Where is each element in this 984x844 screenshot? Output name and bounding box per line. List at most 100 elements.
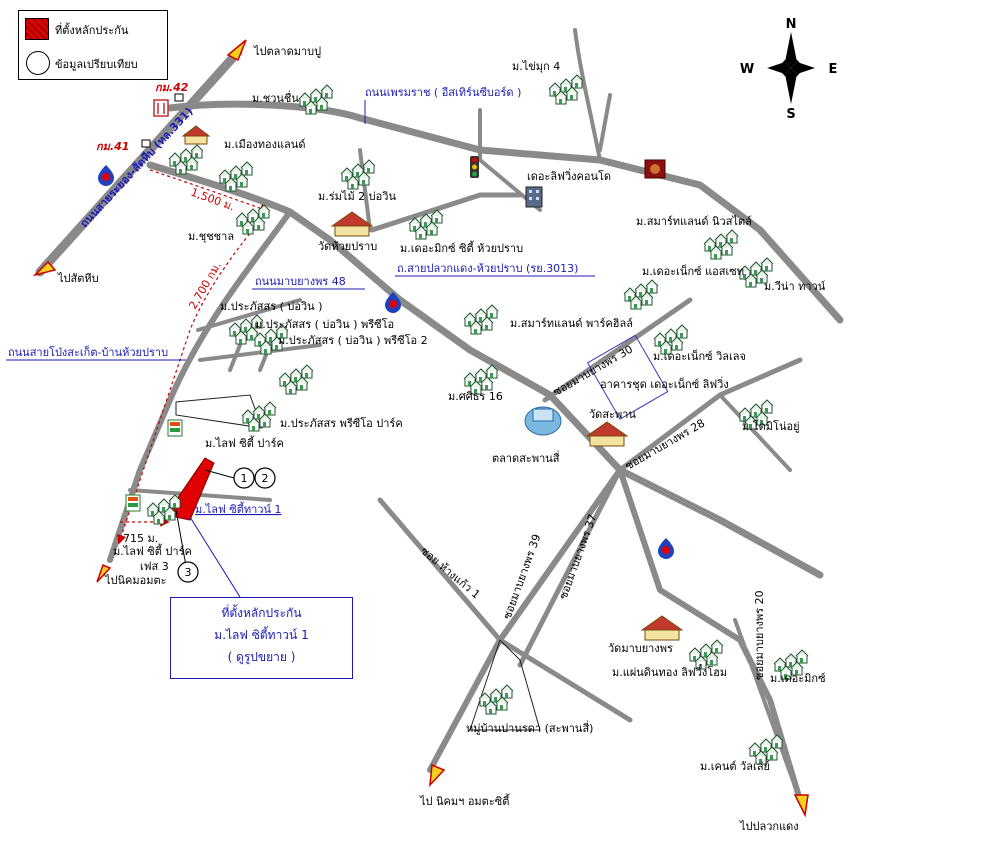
- kmpost-icon: [141, 139, 151, 148]
- panrada-outline: [469, 639, 541, 731]
- temple-icon: [640, 615, 684, 641]
- arrow-to-sattahip-icon: [32, 260, 57, 277]
- place-chuanchuen: ม.ชวนชื่น: [252, 90, 299, 105]
- road-soi20: [617, 467, 803, 803]
- road-livingcondo: [478, 108, 542, 212]
- compass-e: E: [829, 62, 838, 77]
- gas-station-icon: [385, 292, 401, 313]
- place-themix: ม.เดอะมิกซ์ ซิตี้ ห้วยปราบ: [400, 240, 523, 255]
- place-viva: ม.วีน่า ทาวน์: [764, 280, 826, 293]
- house-icon: [704, 230, 738, 259]
- direction-to-amata: ไป นิคมฯ อมตะซิตี้: [419, 793, 510, 808]
- road-saimuk-a: [573, 28, 602, 162]
- road-soi30: [542, 297, 693, 403]
- place-prasat3: ม.ประภัสสร ( บ่อวิน ) พรีซีโอ 2: [278, 333, 428, 347]
- house-icon: [236, 205, 270, 234]
- road-saimuk-b: [598, 93, 612, 152]
- temple-icon: [330, 211, 374, 237]
- place-maenin: ม.แผ่นดินทอง ลิฟวิ่งโฮม: [612, 664, 727, 679]
- svg-text:3: 3: [185, 566, 192, 579]
- market-icon: [524, 406, 562, 436]
- place-next-ass: ม.เดอะเน็กซ์ แอสเซท: [642, 264, 744, 278]
- km42-label: กม.42: [155, 81, 189, 94]
- place-mueangthong: ม.เมืองทองแลนด์: [224, 138, 305, 151]
- place-life-park3b: เฟส 3: [140, 560, 169, 573]
- gas-station-icon: [658, 538, 674, 559]
- house-icon: [242, 402, 276, 431]
- house-icon: [624, 280, 658, 309]
- house-icon: [689, 640, 723, 669]
- collateral-callout: ที่ตั้งหลักประกัน ม.ไลฟ ซิตี้ทาวน์ 1 ( ด…: [170, 597, 353, 679]
- compass-w: W: [740, 62, 754, 77]
- road-soi20-b: [733, 618, 802, 802]
- svg-text:1: 1: [241, 472, 248, 485]
- marker-2[interactable]: 2: [254, 467, 276, 489]
- comparable-swatch: [26, 51, 50, 75]
- place-phana: หมู่บ้านปานรดา (สะพานสี่): [466, 720, 593, 735]
- arrow-to-estate-icon: [96, 563, 112, 583]
- road-label-saiplong: ถ.สายปลวกแดง-ห้วยปราบ (รย.3013): [397, 262, 578, 275]
- kmpost-icon: [174, 93, 184, 102]
- building-icon: [525, 186, 543, 208]
- compass-s: S: [786, 107, 795, 122]
- direction-to-estate: ไปนิคมอมตะ: [104, 574, 167, 587]
- place-sasiri: ม.ศศิธร 16: [448, 390, 503, 403]
- callout-line2: ม.ไลฟ ซิตี้ทาวน์ 1: [214, 628, 309, 642]
- road-left-vertical: [107, 209, 293, 563]
- seven-eleven-icon: [125, 494, 141, 512]
- direction-to-sattahip: ไปสัตหีบ: [57, 272, 99, 285]
- direction-arrows: [32, 39, 809, 818]
- marker-3[interactable]: 3: [177, 561, 199, 583]
- road-phetkasem: [146, 161, 824, 579]
- house-icon: [341, 160, 375, 189]
- distance-715: 715 ม.: [123, 532, 158, 545]
- arrow-to-amata-icon: [429, 763, 446, 788]
- place-prasat1: ม.ประภัสสร ( บ่อวิน ): [220, 300, 323, 313]
- map-legend: ที่ตั้งหลักประกัน ข้อมูลเปรียบเทียบ: [18, 10, 168, 80]
- place-next-village: ม.เดอะเน็กซ์ วิลเลจ: [653, 349, 746, 363]
- arrow-to-pluak-icon: [793, 794, 809, 818]
- road-prasat-c: [228, 343, 242, 372]
- gate-icon: [153, 99, 169, 117]
- gas-station-icon: [98, 165, 114, 186]
- road-soi37: [517, 467, 623, 668]
- place-watmabyang: วัดมาบยางพร: [608, 642, 673, 655]
- condo-next-outline: [586, 334, 669, 420]
- place-watkhuaiprab: วัดห้วยปราบ: [318, 240, 377, 253]
- house-icon: [479, 685, 513, 714]
- arrow-to-market-icon: [226, 39, 247, 62]
- distance-2700: 2,700 กม.: [186, 260, 223, 312]
- legend-collateral-label: ที่ตั้งหลักประกัน: [55, 24, 129, 37]
- direction-to-market: ไปตลาดมาบปู: [253, 45, 321, 58]
- place-market-saphan: ตลาดสะพานสี่: [492, 450, 560, 465]
- collateral-swatch: [25, 18, 49, 40]
- km41-label: กม.41: [96, 140, 129, 153]
- road-label-phetkasem: ถนนเพรมราช ( อีสเทิร์นซีบอร์ด ): [365, 86, 521, 99]
- road-label-mby48: ถนนมาบยางพร 48: [255, 275, 346, 288]
- place-condo-next: อาคารชุด เดอะเน็กซ์ ลิฟวิ่ง: [600, 376, 729, 391]
- badge-icon: [644, 159, 666, 179]
- temple-icon: [585, 421, 629, 447]
- house-icon: [549, 75, 583, 104]
- callout-line1: ที่ตั้งหลักประกัน: [221, 606, 302, 620]
- house-icon: [279, 365, 313, 394]
- road-prasat-b: [198, 343, 322, 362]
- road-label-soi28: ซอยมาบยางพร 28: [623, 417, 707, 473]
- place-saimuk: ม.ไข่มุก 4: [512, 60, 560, 73]
- place-chutchada: ม.ชุชชาล: [188, 230, 234, 243]
- marker-leader-1: [204, 469, 235, 479]
- place-livingcondo: เดอะลิฟวิ่งคอนโด: [527, 168, 611, 183]
- place-themix2: ม.เดอะมิกซ์: [770, 672, 826, 685]
- callout-pointer-line: [189, 516, 241, 598]
- road-label-saipong: ถนนสายโป่งสะเก็ต-บ้านห้วยปราบ: [8, 345, 168, 359]
- distance-line-1500: [149, 169, 270, 213]
- place-smart-new: ม.สมาร์ทแลนด์ นิวสไตล์: [636, 215, 752, 228]
- temple-icon: [181, 125, 211, 145]
- place-life-town[interactable]: ม.ไลฟ ซิตี้ทาวน์ 1: [195, 501, 282, 516]
- compass-n: N: [786, 17, 797, 32]
- marker-1[interactable]: 1: [233, 467, 255, 489]
- place-kent: ม.เคนต์ วัลเล่ย์: [700, 760, 770, 773]
- place-domino: ม.โดมิโน่อยู่: [742, 419, 800, 433]
